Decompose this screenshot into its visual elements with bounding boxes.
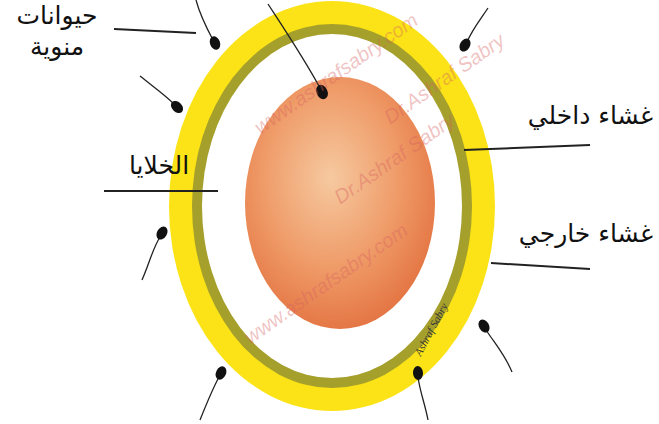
part-label: غشاء داخلي xyxy=(528,100,653,131)
part-label: حيوانات منوية xyxy=(4,0,110,63)
sperm-tails xyxy=(140,0,512,420)
signature: Ashraf Sabry xyxy=(412,301,450,358)
part-label: غشاء خارجي xyxy=(519,218,653,249)
part-label: الخلايا xyxy=(104,150,214,181)
watermark: www.ashrafsabry.com xyxy=(240,219,412,349)
